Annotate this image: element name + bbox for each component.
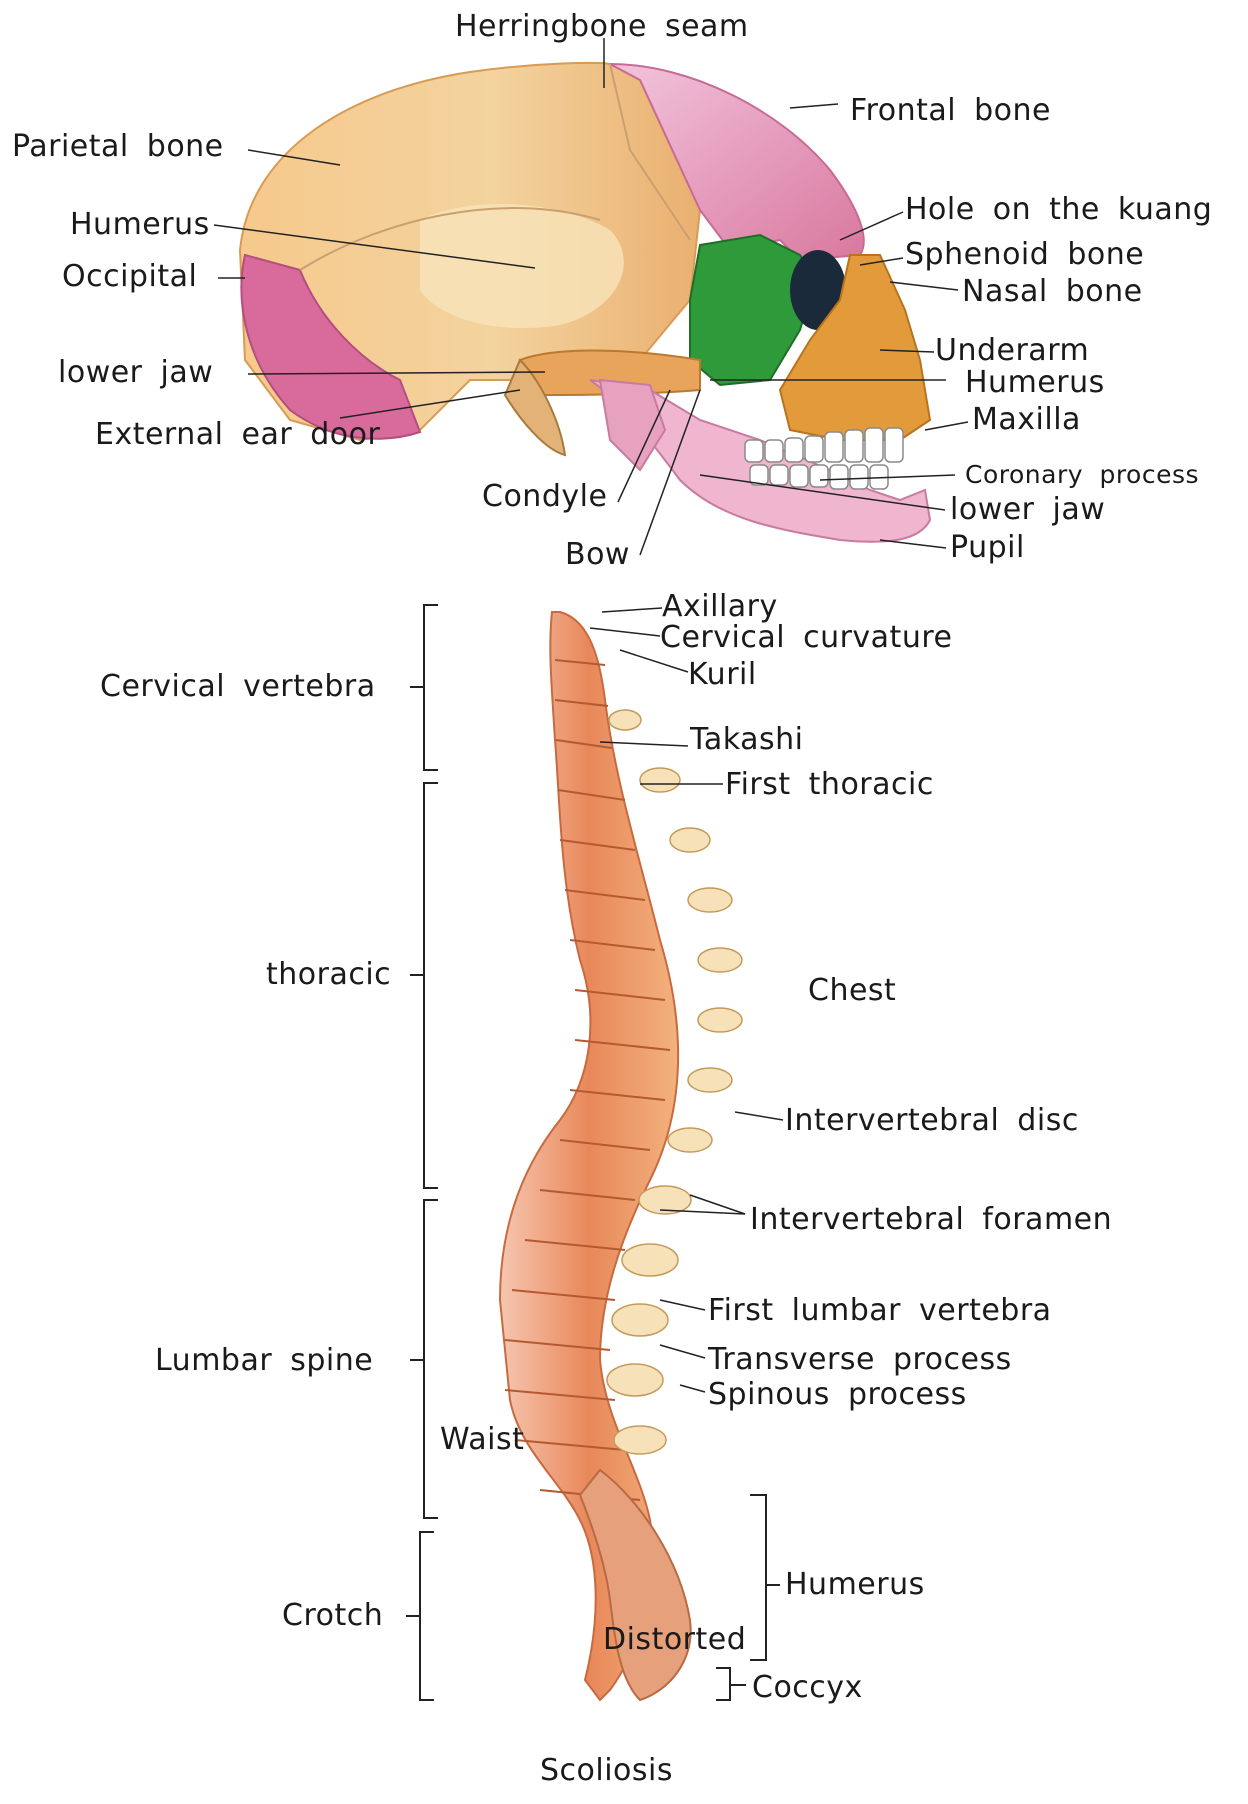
bracket-coccyx: [716, 1667, 746, 1701]
bracket-lumbar: [410, 1199, 438, 1519]
label-first-thoracic: First thoracic: [725, 767, 934, 802]
mastoid: [503, 358, 567, 457]
label-parietal-bone: Parietal bone: [12, 129, 224, 164]
label-humerus-face: Humerus: [965, 365, 1105, 400]
label-takashi: Takashi: [690, 722, 804, 757]
label-distorted: Distorted: [603, 1622, 747, 1657]
label-frontal-bone: Frontal bone: [850, 93, 1052, 128]
label-humerus-sacral: Humerus: [785, 1567, 925, 1602]
label-maxilla: Maxilla: [972, 402, 1081, 437]
label-nasal-bone: Nasal bone: [962, 274, 1143, 309]
suture-line: [609, 63, 691, 241]
label-cervical-curvature: Cervical curvature: [660, 620, 953, 655]
label-underarm: Underarm: [935, 333, 1090, 368]
ramus: [598, 378, 667, 472]
label-hole-on-the-kuang: Hole on the kuang: [905, 192, 1213, 227]
label-coccyx: Coccyx: [752, 1670, 863, 1705]
label-first-lumbar-vertebra: First lumbar vertebra: [708, 1293, 1052, 1328]
label-humerus-skull: Humerus: [70, 207, 210, 242]
label-lumbar-spine: Lumbar spine: [155, 1343, 374, 1378]
region-brackets: [406, 604, 780, 1701]
label-intervertebral-foramen: Intervertebral foramen: [750, 1202, 1113, 1237]
label-spinous-process: Spinous process: [708, 1377, 967, 1412]
label-lower-jaw-left: lower jaw: [58, 355, 214, 390]
label-external-ear-door: External ear door: [95, 417, 381, 452]
leader-lines: [213, 38, 969, 1393]
label-thoracic: thoracic: [266, 957, 392, 992]
vertebra-segments: [504, 659, 671, 1501]
bracket-crotch: [406, 1531, 434, 1701]
label-transverse-process: Transverse process: [708, 1342, 1012, 1377]
spine-body: [498, 611, 680, 1702]
label-condyle: Condyle: [482, 479, 608, 514]
spine-illustration: [498, 611, 743, 1702]
sphenoid-region: [689, 233, 817, 387]
teeth: [744, 427, 904, 490]
bracket-humerus-sacral: [750, 1494, 780, 1661]
label-pupil: Pupil: [950, 530, 1025, 565]
label-axillary: Axillary: [662, 589, 778, 624]
bracket-thoracic: [410, 782, 438, 1189]
label-chest: Chest: [808, 973, 897, 1008]
label-herringbone-seam: Herringbone seam: [455, 9, 749, 44]
label-kuril: Kuril: [688, 657, 757, 692]
label-sphenoid-bone: Sphenoid bone: [905, 237, 1145, 272]
label-crotch: Crotch: [282, 1598, 384, 1633]
label-intervertebral-disc: Intervertebral disc: [785, 1103, 1079, 1138]
occipital-region: [240, 253, 422, 440]
label-waist: Waist: [440, 1422, 525, 1457]
sacrum: [578, 1468, 692, 1702]
label-coronary-process: Coronary process: [965, 460, 1200, 489]
suture-line-2: [299, 207, 601, 271]
label-cervical-vertebra: Cervical vertebra: [100, 669, 376, 704]
zygomatic-area: [518, 349, 701, 397]
label-lower-jaw-right: lower jaw: [950, 492, 1106, 527]
label-occipital: Occipital: [62, 259, 198, 294]
figure-caption: Scoliosis: [540, 1753, 674, 1788]
spinous-processes: [606, 709, 743, 1455]
bracket-cervical: [410, 604, 438, 771]
label-bow: Bow: [565, 537, 630, 572]
skull-illustration: [238, 61, 932, 543]
